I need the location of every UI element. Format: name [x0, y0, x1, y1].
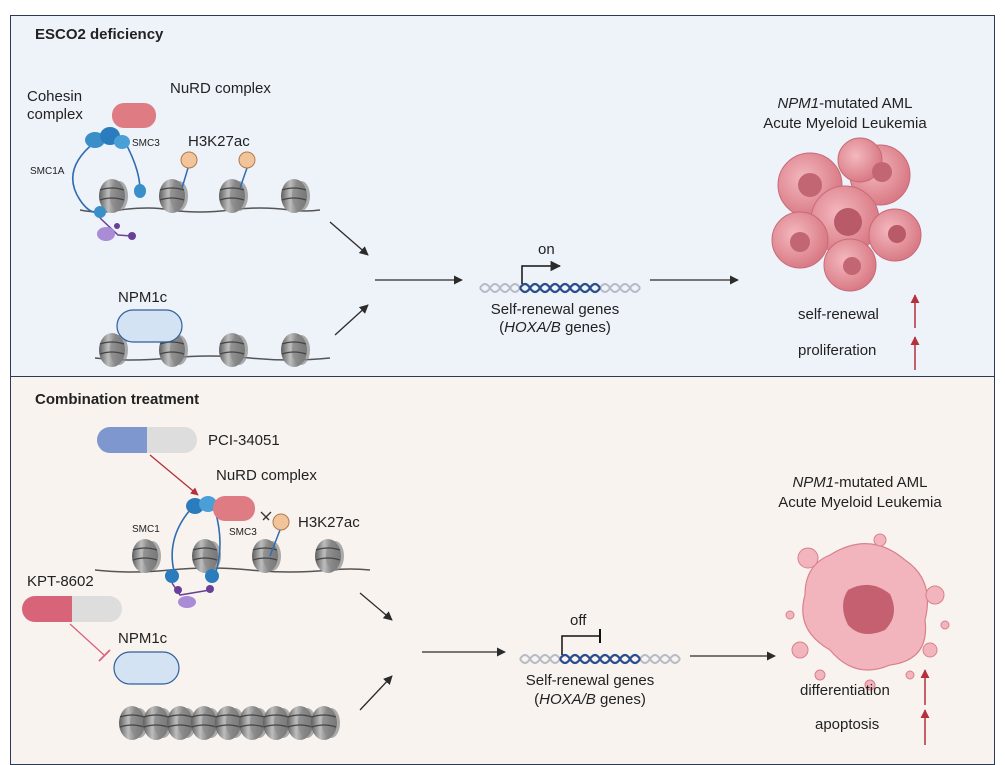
bottom-panel-title: Combination treatment — [35, 391, 200, 408]
cohesin-label: Cohesin — [27, 88, 83, 105]
bottom-gene-off-label: off — [570, 612, 587, 629]
bottom-arrow-upper — [359, 592, 393, 621]
top-npm1c-label: NPM1c — [118, 289, 168, 306]
bottom-gene-dna — [519, 629, 681, 665]
top-gene-dna — [479, 260, 641, 294]
bottom-compact-chromatin — [118, 705, 341, 741]
bottom-h3k27ac-label: H3K27ac — [298, 514, 360, 531]
bottom-npm1c-label: NPM1c — [118, 630, 168, 647]
bottom-smc1-label: SMC1 — [132, 524, 160, 535]
top-genes-sublabel: (HOXA/B genes) — [499, 319, 611, 336]
bottom-h3k27ac-mark — [260, 511, 290, 557]
top-chromatin — [79, 178, 321, 214]
drug-pci-34051-label: PCI-34051 — [208, 432, 280, 449]
top-genes-label: Self-renewal genes — [490, 301, 620, 318]
bottom-smc3-label: SMC3 — [229, 527, 257, 538]
bottom-outcome-differentiation: differentiation — [800, 682, 890, 699]
bottom-aml-subtitle: Acute Myeloid Leukemia — [778, 494, 942, 511]
cohesin-complex-label: complex — [27, 106, 83, 123]
top-panel-title: ESCO2 deficiency — [35, 26, 164, 43]
top-aml-cell-cluster — [771, 137, 922, 292]
pci-inhibition-arrow — [149, 454, 199, 496]
top-aml-subtitle: Acute Myeloid Leukemia — [763, 115, 927, 132]
top-smc3-label: SMC3 — [132, 138, 160, 149]
bottom-outcome-apoptosis: apoptosis — [815, 716, 880, 733]
top-arrow-lower — [334, 304, 369, 336]
top-h3k27ac-label: H3K27ac — [188, 133, 250, 150]
top-nurd-complex-shape — [112, 103, 156, 128]
bottom-aml-title: NPM1-mutated AML — [792, 474, 928, 491]
bottom-apoptotic-cell — [785, 533, 950, 691]
pci-34051-capsule — [97, 427, 197, 453]
kpt-inhibition-line — [69, 623, 111, 662]
bottom-npm1c-shape — [113, 651, 180, 685]
top-npm1c-chromatin — [94, 309, 331, 368]
top-h3k27ac-marks — [180, 151, 256, 189]
top-nurd-label: NuRD complex — [170, 80, 271, 97]
bottom-genes-sublabel: (HOXA/B genes) — [534, 691, 646, 708]
drug-kpt-8602-label: KPT-8602 — [27, 573, 94, 590]
bottom-cohesin-ring — [165, 496, 221, 608]
top-outcome-proliferation: proliferation — [798, 342, 877, 359]
top-outcome-self-renewal: self-renewal — [798, 306, 879, 323]
kpt-8602-capsule — [22, 596, 122, 622]
bottom-nurd-complex-shape — [213, 496, 255, 521]
bottom-arrow-lower — [359, 675, 393, 711]
top-gene-on-label: on — [538, 241, 555, 258]
bottom-nurd-label: NuRD complex — [216, 467, 317, 484]
top-aml-title: NPM1-mutated AML — [777, 95, 913, 112]
top-arrow-upper — [329, 221, 369, 256]
bottom-genes-label: Self-renewal genes — [525, 672, 655, 689]
top-smc1a-label: SMC1A — [30, 166, 65, 177]
bottom-chromatin — [94, 538, 371, 574]
top-cohesin-ring — [71, 127, 146, 241]
